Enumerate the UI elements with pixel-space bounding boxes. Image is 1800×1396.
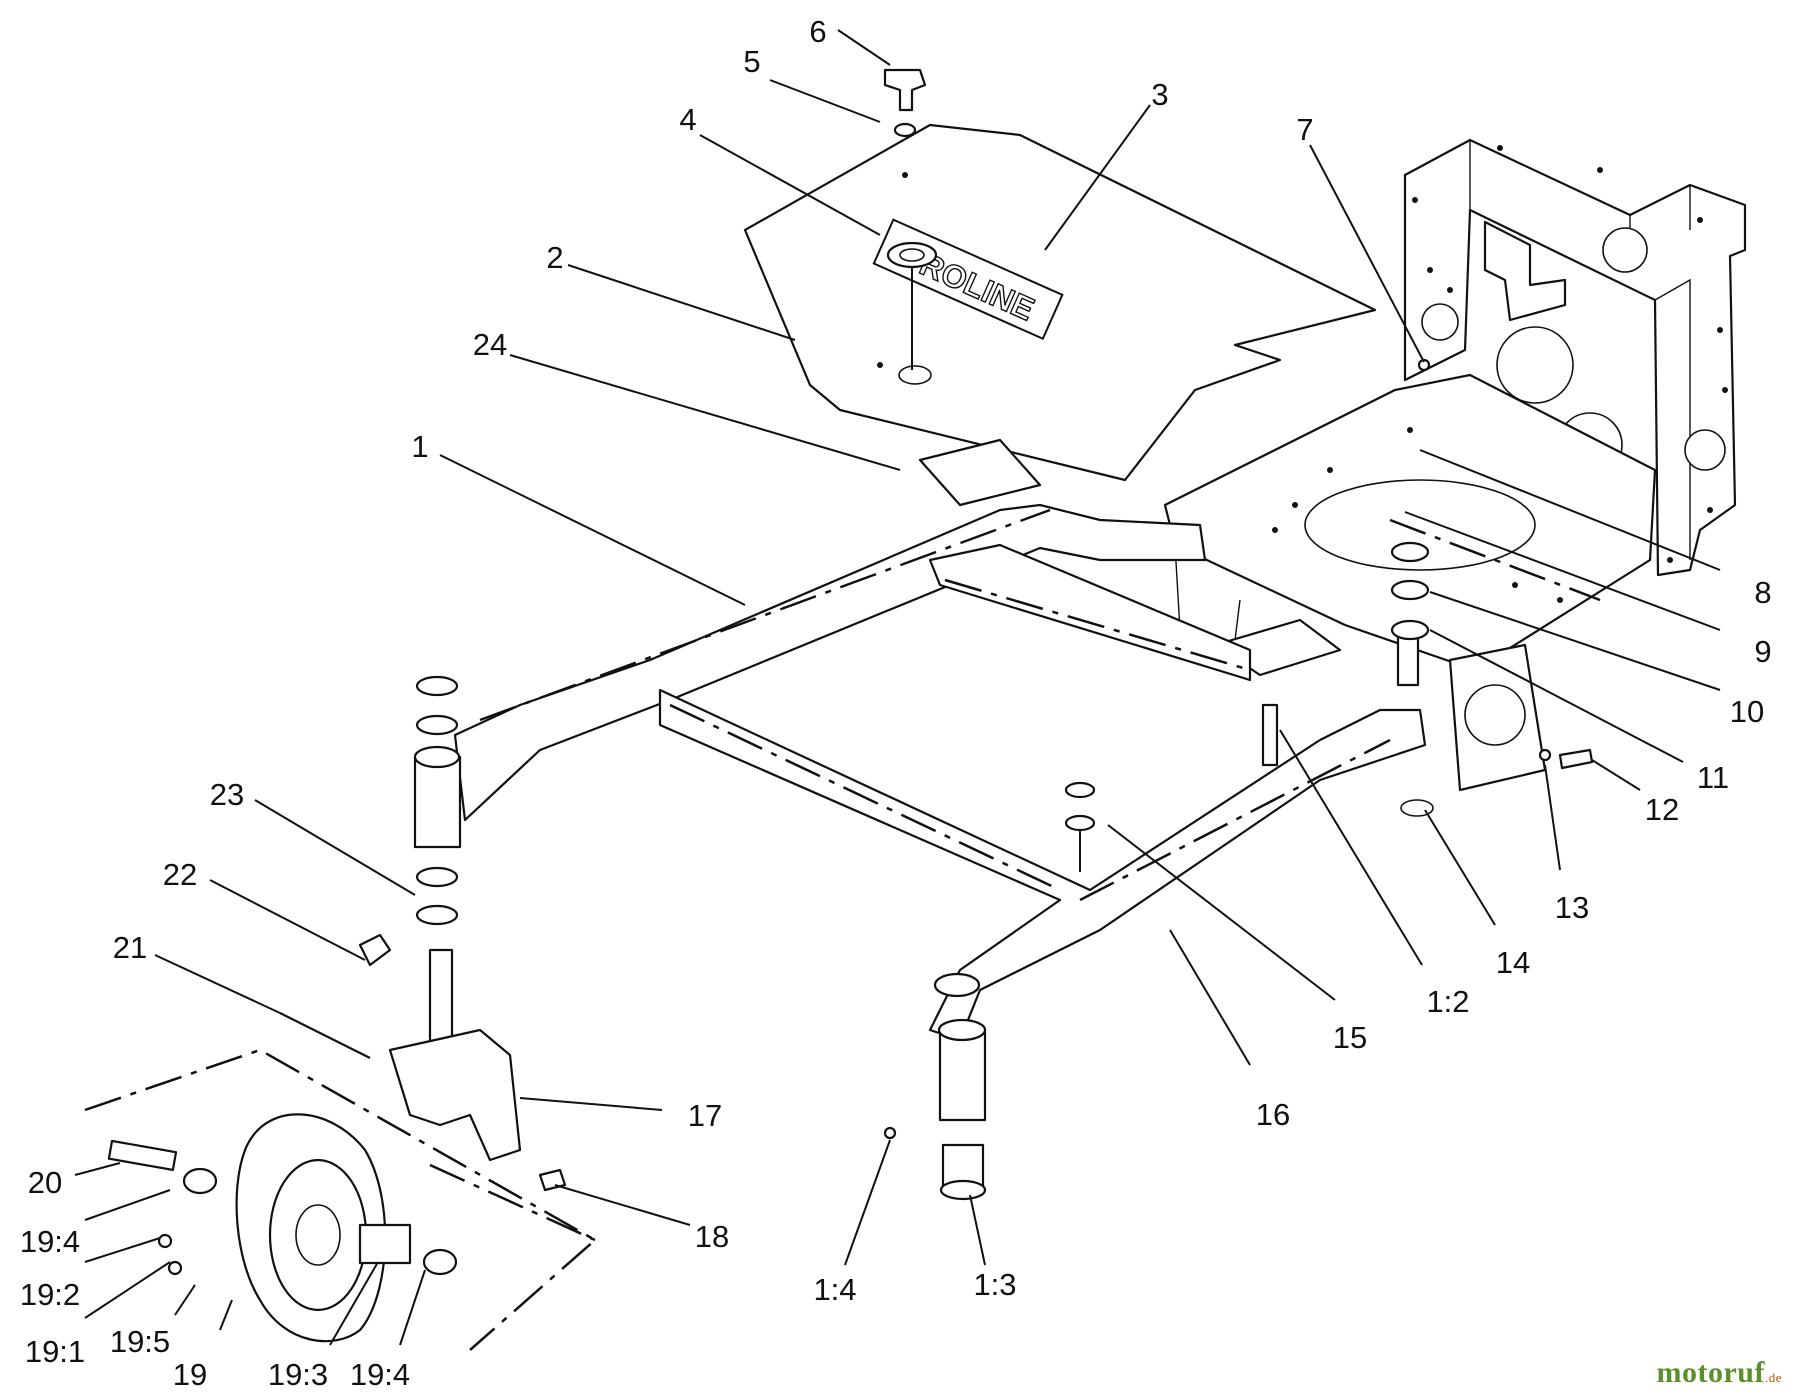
watermark-name: motoruf — [1656, 1356, 1765, 1389]
callout-19-4-left: 19:4 — [20, 1224, 80, 1259]
left-caster — [279, 675, 567, 1192]
callout-11: 11 — [1697, 760, 1729, 795]
right-caster — [883, 972, 987, 1201]
callout-14: 14 — [1496, 945, 1530, 980]
callout-1-4: 1:4 — [813, 1272, 856, 1307]
callout-24: 24 — [473, 327, 507, 362]
rear-housing — [1403, 138, 1747, 577]
callout-19-4-right: 19:4 — [350, 1357, 410, 1392]
callout-19-2: 19:2 — [20, 1277, 80, 1312]
callout-21: 21 — [113, 930, 147, 965]
washer-stack-right — [1390, 541, 1430, 641]
callout-1-3: 1:3 — [973, 1267, 1016, 1302]
callout-2: 2 — [546, 240, 563, 275]
watermark-logo: motoruf.de — [1656, 1356, 1782, 1390]
callout-15: 15 — [1333, 1020, 1367, 1055]
callout-12: 12 — [1645, 792, 1679, 827]
small-hardware — [883, 68, 1594, 872]
callout-23: 23 — [210, 777, 244, 812]
callout-13: 13 — [1555, 890, 1589, 925]
watermark-tld: .de — [1764, 1370, 1782, 1385]
leader-lines — [74, 29, 1721, 1346]
callout-20: 20 — [28, 1165, 62, 1200]
callout-6: 6 — [809, 14, 826, 49]
callout-19-5: 19:5 — [110, 1324, 170, 1359]
callout-5: 5 — [743, 44, 760, 79]
center-box — [1163, 373, 1657, 677]
caster-wheel — [84, 1048, 598, 1351]
callout-9: 9 — [1754, 634, 1771, 669]
callout-17: 17 — [688, 1098, 722, 1133]
callout-labels: 6 5 4 3 2 24 7 1 8 9 10 11 12 13 14 1:2 … — [20, 14, 1772, 1392]
callout-8: 8 — [1754, 575, 1771, 610]
callout-7: 7 — [1296, 112, 1313, 147]
callout-19-1: 19:1 — [25, 1334, 85, 1369]
callout-19: 19 — [173, 1357, 207, 1392]
callout-10: 10 — [1730, 694, 1764, 729]
seat-plate: PROLINE — [743, 123, 1377, 507]
callout-19-3: 19:3 — [268, 1357, 328, 1392]
callout-16: 16 — [1256, 1097, 1290, 1132]
callout-22: 22 — [163, 857, 197, 892]
callout-1: 1 — [411, 429, 428, 464]
callout-1-2: 1:2 — [1426, 984, 1469, 1019]
callout-18: 18 — [695, 1219, 729, 1254]
callout-4: 4 — [679, 102, 696, 137]
callout-3: 3 — [1151, 77, 1168, 112]
main-frame — [453, 503, 1601, 1042]
